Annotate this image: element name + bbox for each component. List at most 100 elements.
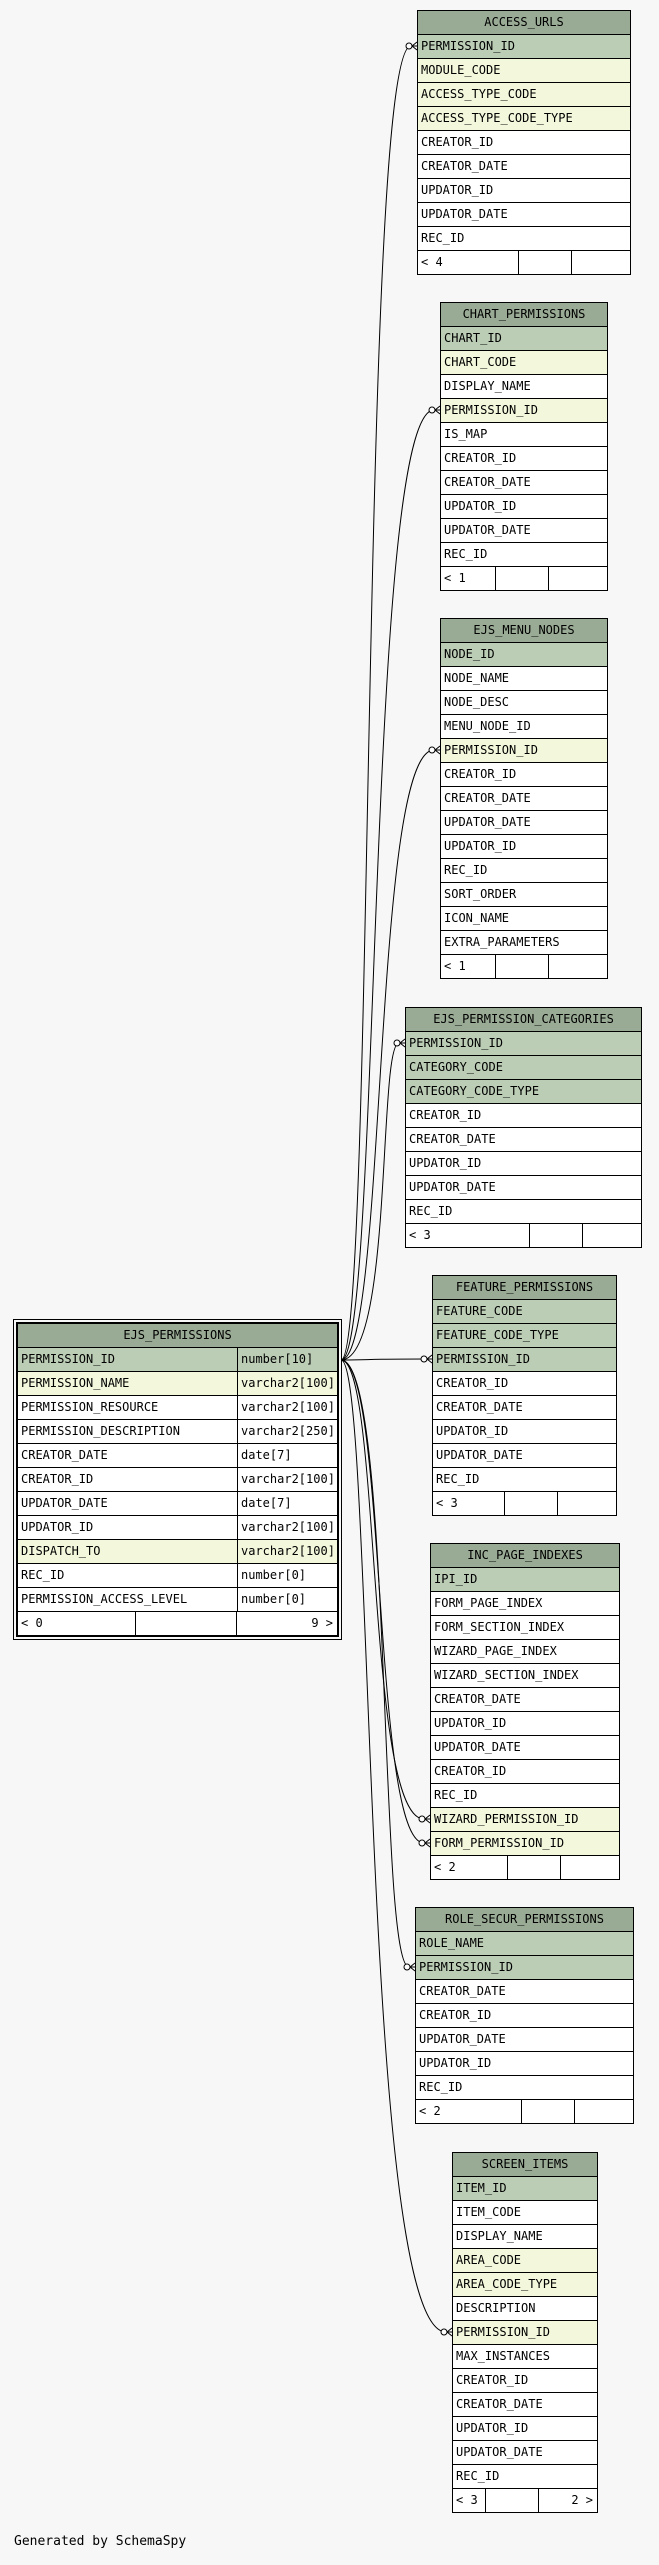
column-row-item-code[interactable]: ITEM_CODE bbox=[453, 2201, 597, 2225]
column-row-max-instances[interactable]: MAX_INSTANCES bbox=[453, 2345, 597, 2369]
column-row-updator-id[interactable]: UPDATOR_ID bbox=[433, 1420, 616, 1444]
column-row-updator-date[interactable]: UPDATOR_DATE bbox=[433, 1444, 616, 1468]
column-row-creator-id[interactable]: CREATOR_ID bbox=[431, 1760, 619, 1784]
column-row-access-type-code-type[interactable]: ACCESS_TYPE_CODE_TYPE bbox=[418, 107, 630, 131]
column-row-updator-id[interactable]: UPDATOR_ID bbox=[406, 1152, 641, 1176]
column-row-is-map[interactable]: IS_MAP bbox=[441, 423, 607, 447]
column-row-updator-id[interactable]: UPDATOR_ID bbox=[441, 835, 607, 859]
column-row-creator-date[interactable]: CREATOR_DATE bbox=[453, 2393, 597, 2417]
column-row-wizard-permission-id[interactable]: WIZARD_PERMISSION_ID bbox=[431, 1808, 619, 1832]
column-row-form-permission-id[interactable]: FORM_PERMISSION_ID bbox=[431, 1832, 619, 1856]
column-row-rec-id[interactable]: REC_ID bbox=[406, 1200, 641, 1224]
column-row-updator-id[interactable]: UPDATOR_ID bbox=[418, 179, 630, 203]
column-row-updator-date[interactable]: UPDATOR_DATE bbox=[453, 2441, 597, 2465]
column-row-description[interactable]: DESCRIPTION bbox=[453, 2297, 597, 2321]
column-row-wizard-page-index[interactable]: WIZARD_PAGE_INDEX bbox=[431, 1640, 619, 1664]
column-row-creator-id[interactable]: CREATOR_ID bbox=[453, 2369, 597, 2393]
column-row-creator-id[interactable]: CREATOR_ID bbox=[441, 447, 607, 471]
table-title[interactable]: ROLE_SECUR_PERMISSIONS bbox=[416, 1908, 633, 1932]
column-row-creator-id[interactable]: CREATOR_ID bbox=[441, 763, 607, 787]
column-row-updator-id[interactable]: UPDATOR_ID bbox=[453, 2417, 597, 2441]
column-row-feature-code-type[interactable]: FEATURE_CODE_TYPE bbox=[433, 1324, 616, 1348]
column-row-node-name[interactable]: NODE_NAME bbox=[441, 667, 607, 691]
column-row-permission-id[interactable]: PERMISSION_ID bbox=[416, 1956, 633, 1980]
column-row-role-name[interactable]: ROLE_NAME bbox=[416, 1932, 633, 1956]
table-title[interactable]: EJS_MENU_NODES bbox=[441, 619, 607, 643]
column-row-creator-date[interactable]: CREATOR_DATE bbox=[441, 787, 607, 811]
column-row-updator-date[interactable]: UPDATOR_DATE bbox=[441, 519, 607, 543]
column-row-item-id[interactable]: ITEM_ID bbox=[453, 2177, 597, 2201]
column-row-permission-id[interactable]: PERMISSION_ID bbox=[433, 1348, 616, 1372]
column-row-node-id[interactable]: NODE_ID bbox=[441, 643, 607, 667]
column-row-ipi-id[interactable]: IPI_ID bbox=[431, 1568, 619, 1592]
column-row-rec-id[interactable]: REC_ID bbox=[418, 227, 630, 251]
column-row-rec-id[interactable]: REC_ID bbox=[441, 859, 607, 883]
column-row-wizard-section-index[interactable]: WIZARD_SECTION_INDEX bbox=[431, 1664, 619, 1688]
column-row-icon-name[interactable]: ICON_NAME bbox=[441, 907, 607, 931]
column-row-rec-id[interactable]: REC_ID bbox=[433, 1468, 616, 1492]
column-row-area-code[interactable]: AREA_CODE bbox=[453, 2249, 597, 2273]
column-row-chart-id[interactable]: CHART_ID bbox=[441, 327, 607, 351]
column-row-rec-id[interactable]: REC_ID bbox=[441, 543, 607, 567]
column-row-updator-date[interactable]: UPDATOR_DATE bbox=[418, 203, 630, 227]
column-row-category-code[interactable]: CATEGORY_CODE bbox=[406, 1056, 641, 1080]
column-row-sort-order[interactable]: SORT_ORDER bbox=[441, 883, 607, 907]
column-row-permission-id[interactable]: PERMISSION_ID bbox=[418, 35, 630, 59]
column-row-area-code-type[interactable]: AREA_CODE_TYPE bbox=[453, 2273, 597, 2297]
column-row-updator-date[interactable]: UPDATOR_DATE bbox=[416, 2028, 633, 2052]
column-row-updator-date[interactable]: UPDATOR_DATE bbox=[406, 1176, 641, 1200]
column-row-permission-id[interactable]: PERMISSION_ID bbox=[453, 2321, 597, 2345]
column-row-permission-id[interactable]: PERMISSION_ID bbox=[406, 1032, 641, 1056]
column-row-rec-id[interactable]: REC_ID bbox=[431, 1784, 619, 1808]
column-row-updator-date[interactable]: UPDATOR_DATE bbox=[441, 811, 607, 835]
column-row-creator-date[interactable]: CREATOR_DATE bbox=[416, 1980, 633, 2004]
column-row-module-code[interactable]: MODULE_CODE bbox=[418, 59, 630, 83]
column-row-rec-id[interactable]: REC_ID bbox=[416, 2076, 633, 2100]
table-title[interactable]: EJS_PERMISSIONS bbox=[18, 1324, 337, 1348]
table-title[interactable]: INC_PAGE_INDEXES bbox=[431, 1544, 619, 1568]
column-row-creator-date[interactable]: CREATOR_DATE bbox=[441, 471, 607, 495]
column-row-updator-id[interactable]: UPDATOR_ID bbox=[431, 1712, 619, 1736]
column-row-creator-id[interactable]: CREATOR_ID bbox=[406, 1104, 641, 1128]
column-row-creator-id[interactable]: CREATOR_ID bbox=[418, 131, 630, 155]
column-row-chart-code[interactable]: CHART_CODE bbox=[441, 351, 607, 375]
column-row-creator-date[interactable]: CREATOR_DATE bbox=[433, 1396, 616, 1420]
column-row-permission-id[interactable]: PERMISSION_ID bbox=[441, 399, 607, 423]
column-row-menu-node-id[interactable]: MENU_NODE_ID bbox=[441, 715, 607, 739]
column-row-rec-id[interactable]: REC_ID bbox=[453, 2465, 597, 2489]
column-row-access-type-code[interactable]: ACCESS_TYPE_CODE bbox=[418, 83, 630, 107]
column-row-category-code-type[interactable]: CATEGORY_CODE_TYPE bbox=[406, 1080, 641, 1104]
column-row-form-section-index[interactable]: FORM_SECTION_INDEX bbox=[431, 1616, 619, 1640]
column-row-node-desc[interactable]: NODE_DESC bbox=[441, 691, 607, 715]
column-row-display-name[interactable]: DISPLAY_NAME bbox=[441, 375, 607, 399]
table-title[interactable]: ACCESS_URLS bbox=[418, 11, 630, 35]
table-title[interactable]: CHART_PERMISSIONS bbox=[441, 303, 607, 327]
column-row-creator-id[interactable]: CREATOR_ID bbox=[433, 1372, 616, 1396]
table-title[interactable]: SCREEN_ITEMS bbox=[453, 2153, 597, 2177]
table-title[interactable]: FEATURE_PERMISSIONS bbox=[433, 1276, 616, 1300]
column-row-updator-id[interactable]: UPDATOR_ID bbox=[441, 495, 607, 519]
column-row-creator-date[interactable]: CREATOR_DATE bbox=[431, 1688, 619, 1712]
column-row-extra-parameters[interactable]: EXTRA_PARAMETERS bbox=[441, 931, 607, 955]
table-title[interactable]: EJS_PERMISSION_CATEGORIES bbox=[406, 1008, 641, 1032]
column-row-feature-code[interactable]: FEATURE_CODE bbox=[433, 1300, 616, 1324]
column-row-display-name[interactable]: DISPLAY_NAME bbox=[453, 2225, 597, 2249]
column-row-creator-date[interactable]: CREATOR_DATE bbox=[406, 1128, 641, 1152]
column-row-updator-id[interactable]: UPDATOR_ID bbox=[416, 2052, 633, 2076]
column-row-form-page-index[interactable]: FORM_PAGE_INDEX bbox=[431, 1592, 619, 1616]
column-row-updator-date[interactable]: UPDATOR_DATE bbox=[431, 1736, 619, 1760]
column-row-creator-date[interactable]: CREATOR_DATE bbox=[418, 155, 630, 179]
column-row-creator-id[interactable]: CREATOR_ID bbox=[416, 2004, 633, 2028]
column-row-permission-id[interactable]: PERMISSION_ID bbox=[441, 739, 607, 763]
